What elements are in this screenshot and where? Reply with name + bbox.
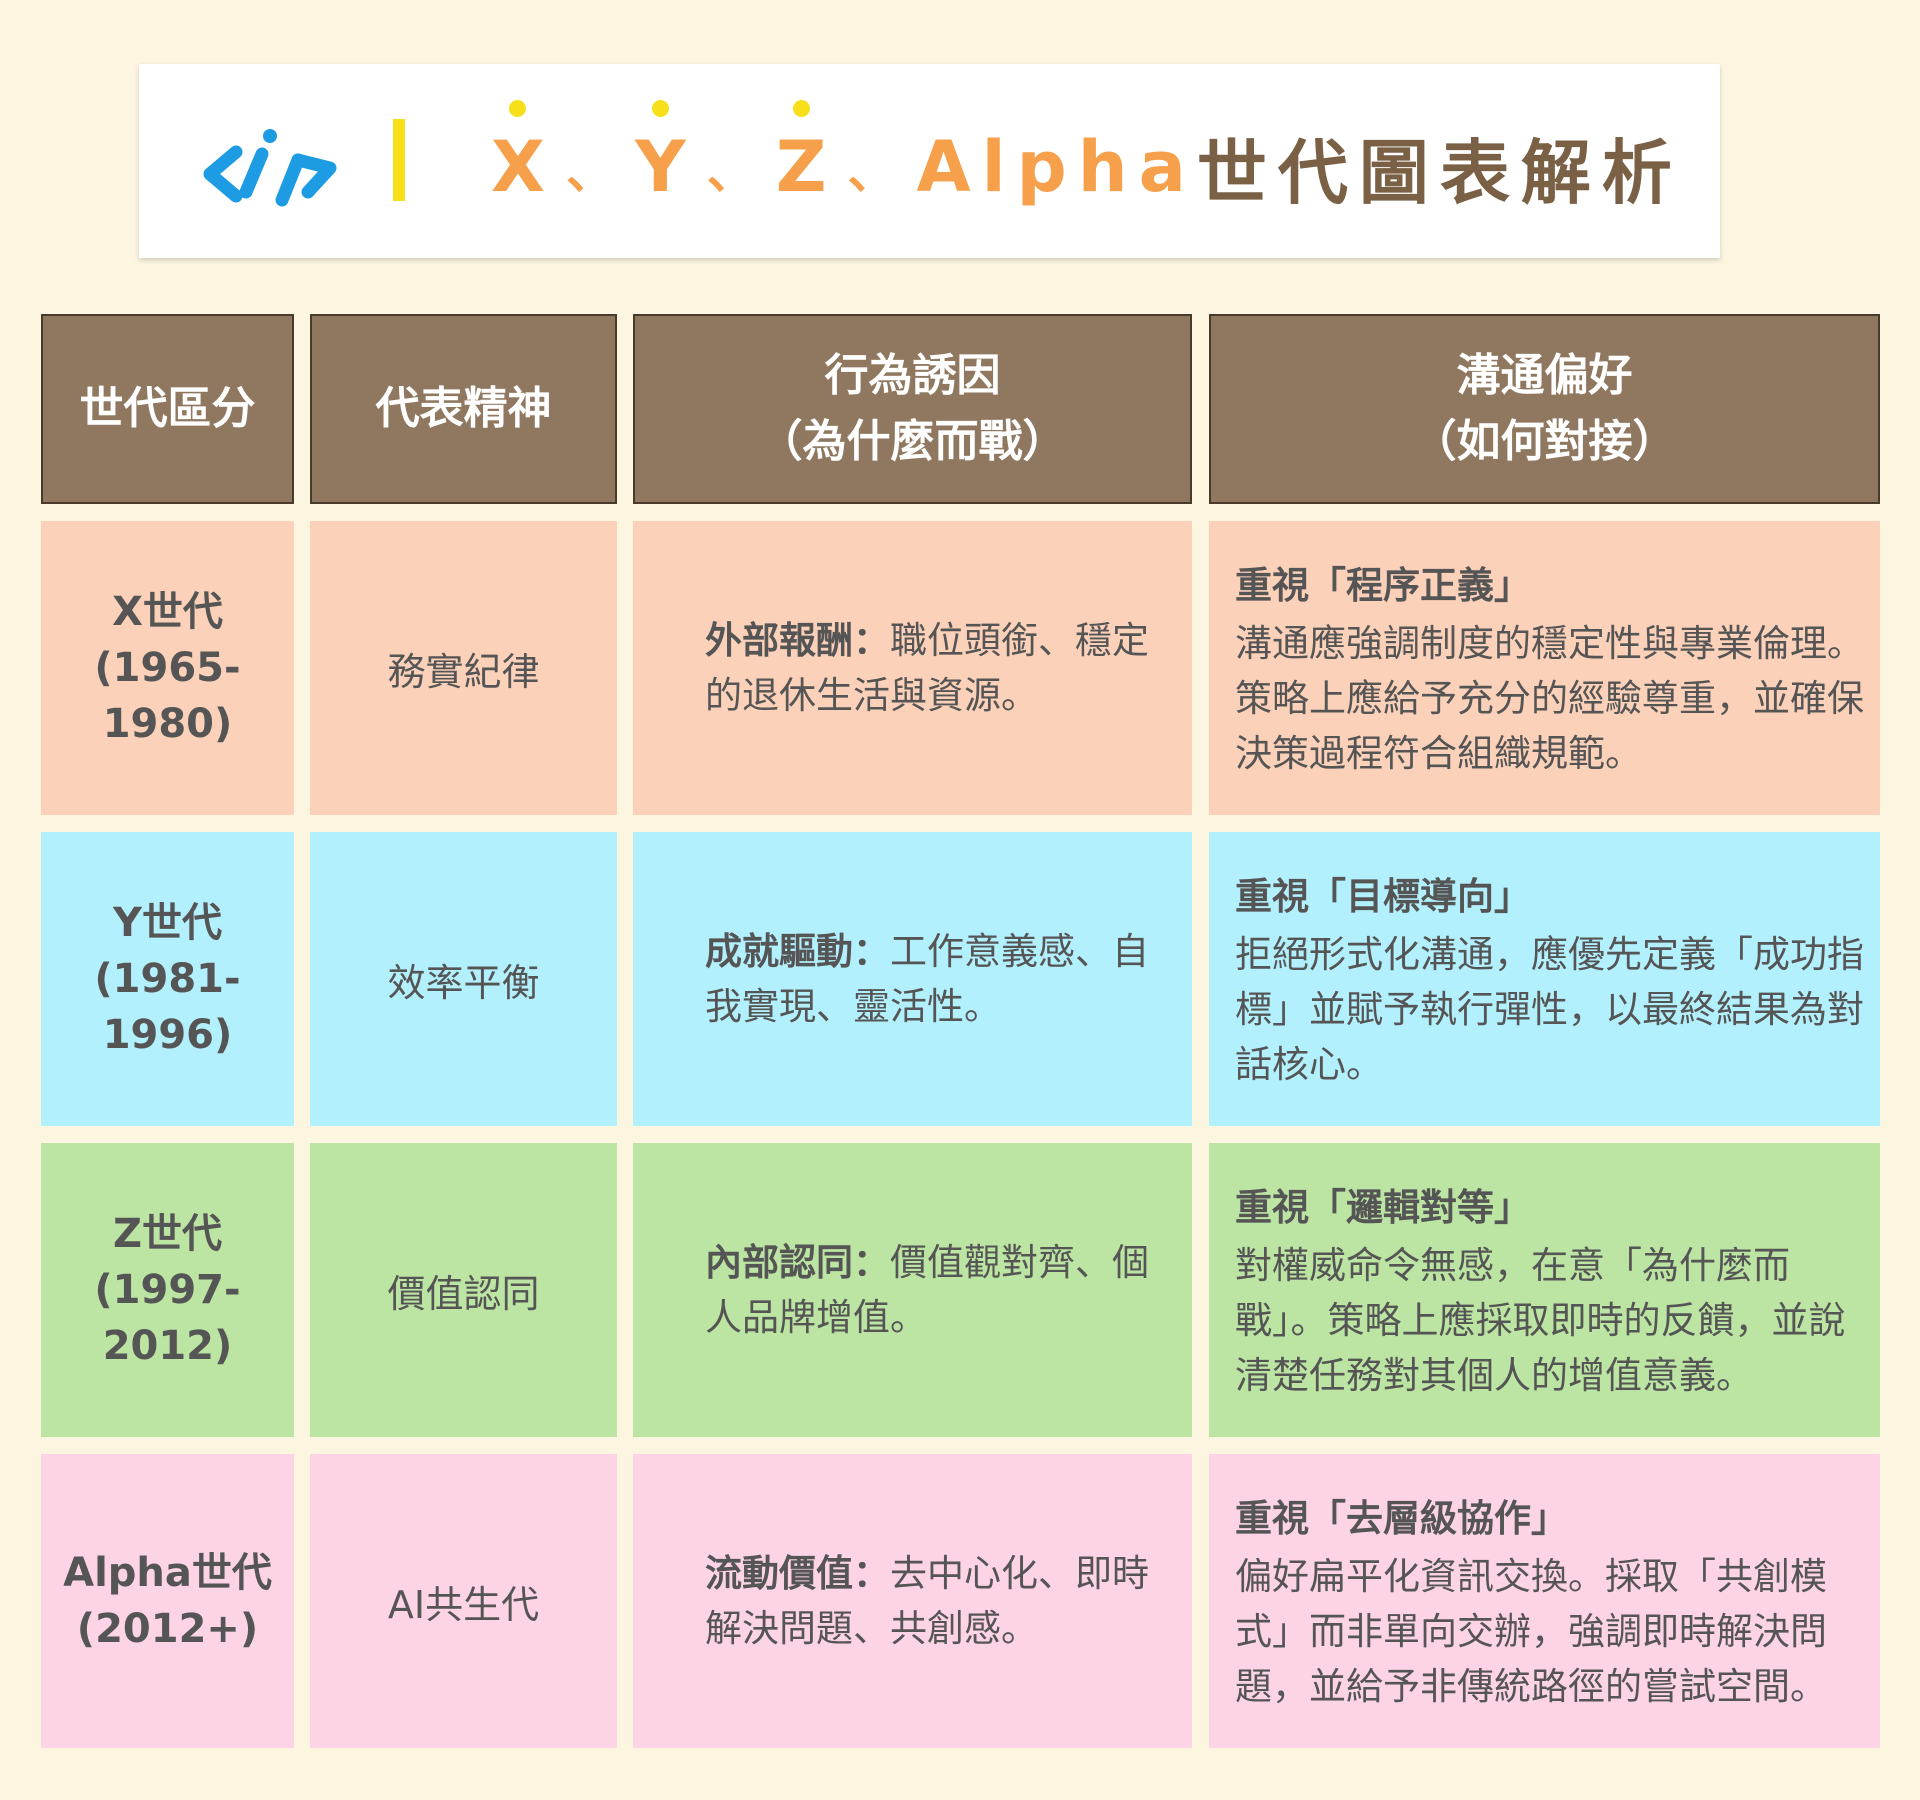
motive-separator: ：: [853, 1241, 890, 1284]
generation-name: Alpha世代: [63, 1550, 272, 1596]
generation-name: Z世代: [112, 1211, 222, 1257]
header-comm-label: 溝通偏好: [1456, 350, 1633, 401]
motive-text-block: 流動價值：去中心化、即時解決問題、共創感。: [705, 1546, 1162, 1656]
motive-cell-z: 內部認同：價值觀對齊、個人品牌增值。: [633, 1143, 1192, 1437]
motive-separator: ：: [853, 930, 890, 973]
title-gen-y: Y: [635, 100, 697, 208]
header-spirit: 代表精神: [310, 314, 617, 504]
title-gen-z: Z: [776, 100, 838, 208]
generation-years: (1981-1996): [94, 956, 241, 1058]
motive-separator: ：: [853, 1552, 890, 1595]
motive-cell-x: 外部報酬：職位頭銜、穩定的退休生活與資源。: [633, 521, 1192, 815]
spirit-text: 價值認同: [387, 1271, 540, 1316]
header-generation: 世代區分: [41, 314, 294, 504]
communication-cell-z: 重視「邏輯對等」 對權威命令無感，在意「為什麼而戰」。策略上應採取即時的反饋，並…: [1209, 1143, 1880, 1437]
motive-key: 內部認同: [705, 1241, 853, 1284]
communication-heading: 重視「程序正義」: [1235, 563, 1531, 607]
generation-years: (1997-2012): [94, 1267, 241, 1369]
title-suffix: 世代圖表解析: [1196, 131, 1683, 214]
spirit-cell-z: 價值認同: [310, 1143, 617, 1437]
motive-text-block: 外部報酬：職位頭銜、穩定的退休生活與資源。: [705, 613, 1162, 723]
spirit-text: AI共生代: [387, 1582, 540, 1627]
generation-cell-z: Z世代 (1997-2012): [41, 1143, 294, 1437]
brand-logo-icon: [203, 129, 337, 207]
generation-name: Y世代: [113, 900, 222, 946]
motive-key: 外部報酬: [705, 619, 853, 662]
communication-body: 拒絕形式化溝通，應優先定義「成功指標」並賦予執行彈性，以最終結果為對話核心。: [1235, 932, 1864, 1086]
header-generation-label: 世代區分: [79, 383, 256, 434]
generation-cell-alpha: Alpha世代 (2012+): [41, 1454, 294, 1748]
dot-icon: [509, 100, 527, 117]
communication-body: 對權威命令無感，在意「為什麼而戰」。策略上應採取即時的反饋，並說清楚任務對其個人…: [1235, 1243, 1846, 1397]
communication-heading: 重視「邏輯對等」: [1235, 1185, 1531, 1229]
spirit-cell-alpha: AI共生代: [310, 1454, 617, 1748]
title-banner: X 、 Y 、 Z 、 Alpha 世代圖表解析: [139, 64, 1720, 258]
generation-name: X世代: [112, 589, 223, 635]
dot-icon: [651, 100, 669, 117]
header-motive-label: 行為誘因: [824, 350, 1001, 401]
title-separator: 、: [565, 144, 625, 200]
spirit-cell-y: 效率平衡: [310, 832, 617, 1126]
communication-cell-y: 重視「目標導向」 拒絕形式化溝通，應優先定義「成功指標」並賦予執行彈性，以最終結…: [1209, 832, 1880, 1126]
title-gen-x: X: [491, 100, 556, 208]
motive-separator: ：: [853, 619, 890, 662]
title-separator: 、: [847, 144, 907, 200]
communication-heading: 重視「去層級協作」: [1235, 1496, 1568, 1540]
generation-years: (1965-1980): [94, 645, 241, 747]
title-gen-alpha: Alpha: [916, 126, 1197, 208]
header-communication: 溝通偏好 （如何對接）: [1209, 314, 1880, 504]
dot-icon: [792, 100, 810, 117]
motive-text-block: 成就驅動：工作意義感、自我實現、靈活性。: [705, 924, 1162, 1034]
communication-cell-x: 重視「程序正義」 溝通應強調制度的穩定性與專業倫理。策略上應給予充分的經驗尊重，…: [1209, 521, 1880, 815]
title-divider-bar: [393, 119, 405, 201]
generation-cell-y: Y世代 (1981-1996): [41, 832, 294, 1126]
header-motive: 行為誘因 （為什麼而戰）: [633, 314, 1192, 504]
motive-cell-alpha: 流動價值：去中心化、即時解決問題、共創感。: [633, 1454, 1192, 1748]
communication-body: 偏好扁平化資訊交換。採取「共創模式」而非單向交辦，強調即時解決問題，並給予非傳統…: [1235, 1554, 1827, 1708]
motive-key: 流動價值: [705, 1552, 853, 1595]
motive-text: 去中心化、即時解決問題、共創感。: [705, 1552, 1149, 1650]
header-spirit-label: 代表精神: [375, 383, 552, 434]
motive-text-block: 內部認同：價值觀對齊、個人品牌增值。: [705, 1235, 1162, 1345]
generation-years: (2012+): [76, 1606, 259, 1652]
motive-text: 職位頭銜、穩定的退休生活與資源。: [705, 619, 1149, 717]
title-separator: 、: [706, 144, 766, 200]
spirit-cell-x: 務實紀律: [310, 521, 617, 815]
generation-cell-x: X世代 (1965-1980): [41, 521, 294, 815]
header-comm-sublabel: （如何對接）: [1412, 416, 1677, 467]
communication-body: 溝通應強調制度的穩定性與專業倫理。策略上應給予充分的經驗尊重，並確保決策過程符合…: [1235, 621, 1864, 775]
communication-cell-alpha: 重視「去層級協作」 偏好扁平化資訊交換。採取「共創模式」而非單向交辦，強調即時解…: [1209, 1454, 1880, 1748]
spirit-text: 效率平衡: [387, 960, 540, 1005]
header-motive-sublabel: （為什麼而戰）: [758, 416, 1067, 467]
motive-text: 工作意義感、自我實現、靈活性。: [705, 930, 1149, 1028]
motive-cell-y: 成就驅動：工作意義感、自我實現、靈活性。: [633, 832, 1192, 1126]
motive-key: 成就驅動: [705, 930, 853, 973]
motive-text: 價值觀對齊、個人品牌增值。: [705, 1241, 1149, 1339]
page-title: X 、 Y 、 Z 、 Alpha 世代圖表解析: [491, 100, 1683, 222]
spirit-text: 務實紀律: [387, 649, 540, 694]
communication-heading: 重視「目標導向」: [1235, 874, 1531, 918]
